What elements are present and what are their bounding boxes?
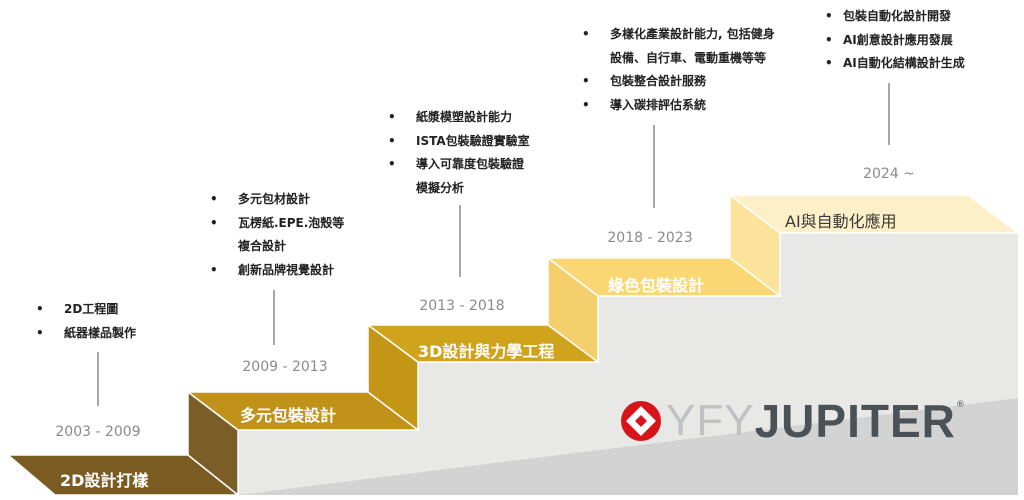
list-item: •紙器樣品製作 xyxy=(36,325,137,340)
step-3-list: •紙漿模塑設計能力 •ISTA包裝驗證實驗室 •導入可靠度包裝驗證 模擬分析 xyxy=(388,106,530,200)
logo-registered-mark: ® xyxy=(955,400,965,410)
list-item: 設備、自行車、電動重機等等 xyxy=(610,50,767,65)
list-item: •2D工程圖 xyxy=(36,302,119,316)
step-3-label: 3D設計與力學工程 xyxy=(418,342,555,361)
list-item: •創新品牌視覺設計 xyxy=(210,262,335,277)
list-item: •多元包材設計 xyxy=(210,192,311,206)
list-item: •包裝整合設計服務 xyxy=(582,74,707,88)
period-5: 2024 ~ xyxy=(863,166,915,182)
connector-line-2 xyxy=(273,290,275,345)
period-1: 2003 - 2009 xyxy=(55,424,141,440)
connector-line-4 xyxy=(653,125,655,208)
list-item: •紙漿模塑設計能力 xyxy=(388,110,513,124)
step-1-list: •2D工程圖 •紙器樣品製作 xyxy=(36,298,136,345)
step-1-label: 2D設計打樣 xyxy=(60,471,149,490)
floor-dark-gray xyxy=(238,398,1018,495)
yfy-jupiter-logo: YFY JUPITER ® xyxy=(620,398,965,444)
connector-line-5 xyxy=(888,83,890,145)
logo-jupiter: JUPITER xyxy=(754,395,956,447)
list-item: •多樣化產業設計能力, 包括健身 xyxy=(582,27,775,41)
list-item: •AI創意設計應用發展 xyxy=(825,32,953,47)
list-item: •導入碳排評估系統 xyxy=(582,97,707,112)
list-item: •導入可靠度包裝驗證 xyxy=(388,157,525,171)
step-5-top xyxy=(727,194,1021,234)
list-item: •AI自動化結構設計生成 xyxy=(825,56,965,70)
step-2-label: 多元包裝設計 xyxy=(240,406,337,425)
list-item: •瓦楞紙.EPE.泡殼等 xyxy=(210,215,345,230)
list-item: •包裝自動化設計開發 xyxy=(825,9,952,23)
connector-line-1 xyxy=(97,352,99,406)
step-4-label: 綠色包裝設計 xyxy=(608,276,705,295)
logo-yfy: YFY xyxy=(666,396,755,445)
connector-line-3 xyxy=(459,205,461,277)
period-2: 2009 - 2013 xyxy=(242,359,328,375)
period-4: 2018 - 2023 xyxy=(607,230,693,246)
list-item: •ISTA包裝驗證實驗室 xyxy=(388,133,530,148)
step-2-list: •多元包材設計 •瓦楞紙.EPE.泡殼等 複合設計 •創新品牌視覺設計 xyxy=(210,188,344,282)
list-item: 模擬分析 xyxy=(416,180,465,195)
step-4-list: •多樣化產業設計能力, 包括健身 設備、自行車、電動重機等等 •包裝整合設計服務… xyxy=(582,23,775,117)
period-3: 2013 - 2018 xyxy=(419,298,505,314)
step-5-list: •包裝自動化設計開發 •AI創意設計應用發展 •AI自動化結構設計生成 xyxy=(825,5,965,76)
step-5-label: AI與自動化應用 xyxy=(785,212,897,231)
logo-diamond-icon xyxy=(621,401,661,441)
list-item: 複合設計 xyxy=(238,239,287,253)
